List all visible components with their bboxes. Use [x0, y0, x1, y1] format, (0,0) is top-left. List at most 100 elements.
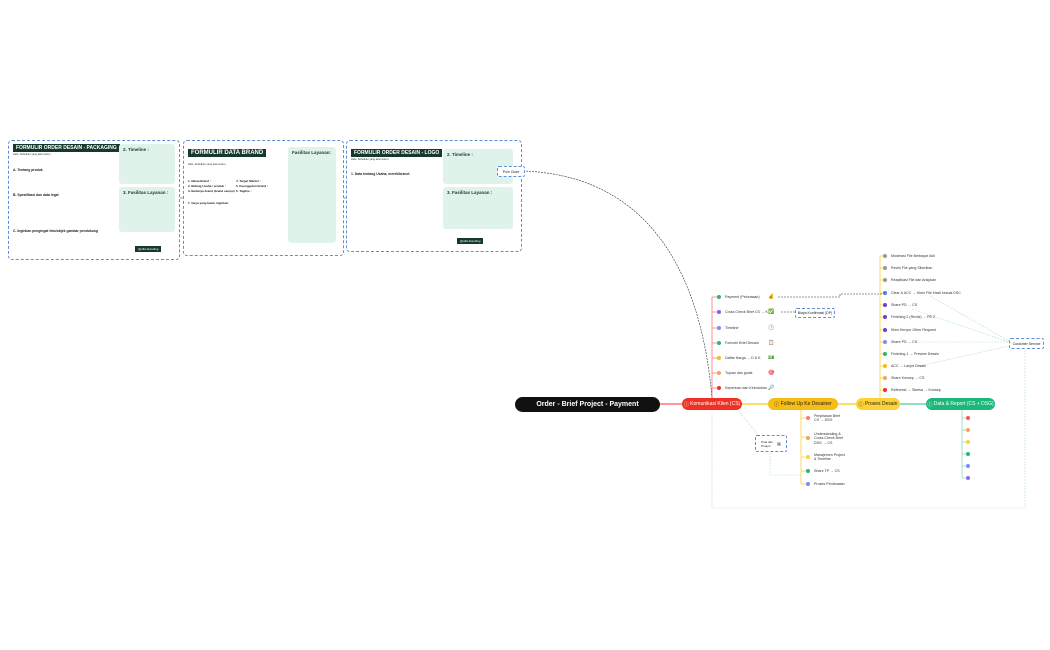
- item-label: Finishing 1 → Preview Desain: [891, 352, 939, 356]
- card-title: 3. Fasilitas Layanan :: [123, 190, 169, 195]
- item-label: Finishing 2 (Revisi) → PD 2: [891, 315, 936, 319]
- design-item[interactable]: Referensi → Sketsa → Konsep: [883, 388, 941, 393]
- target-icon: 🎯: [768, 370, 775, 376]
- design-item[interactable]: ACC → Lanjut Desain: [883, 364, 926, 369]
- field-label: 3. Bedanya brand (brand sampo): [188, 189, 235, 193]
- branch-label: Komunikasi Klien (CS): [690, 401, 741, 407]
- data-report-item-bullet[interactable]: [966, 416, 970, 420]
- bullet-icon: [806, 416, 810, 420]
- followup-item[interactable]: Share TP → CS: [806, 469, 840, 474]
- bullet-icon: [883, 376, 887, 381]
- item-label: Understanding & Cross Check Brief DSG → …: [814, 432, 843, 445]
- design-item[interactable]: Moderasi File Berbayar Asli: [883, 254, 935, 259]
- cs-item[interactable]: Tujuan dan goals: [717, 371, 752, 376]
- pola-project-box[interactable]: Pola dan Project🖼: [755, 435, 787, 452]
- poin-chart-box[interactable]: Poin Chart: [497, 166, 525, 177]
- data-report-item-bullet[interactable]: [966, 428, 970, 432]
- branch-komunikasi-klien[interactable]: ⓘ Komunikasi Klien (CS): [682, 398, 742, 410]
- field-label: 4. Target Market :: [236, 179, 261, 183]
- services-card: 3. Fasilitas Layanan :: [119, 187, 175, 232]
- data-report-item-bullet[interactable]: [966, 464, 970, 468]
- item-label: Keperluan dan Kebutuhan: [725, 386, 767, 390]
- root-node[interactable]: Order - Brief Project - Payment: [515, 397, 660, 412]
- design-item[interactable]: Finishing 2 (Revisi) → PD 2: [883, 315, 936, 320]
- search-icon: 🔎: [768, 385, 775, 391]
- item-label: Revisi File yang Siberikan: [891, 266, 933, 270]
- item-label: Payment (Pelunasan): [725, 295, 760, 299]
- branch-label: Data & Report (CS + DSG): [933, 401, 994, 407]
- item-label: Referensi → Sketsa → Konsep: [891, 388, 941, 392]
- branch-data-report[interactable]: ⓘ Data & Report (CS + DSG): [926, 398, 995, 410]
- item-label: Cross Check Brief CS → K: [725, 310, 768, 314]
- money-icon: 💵: [768, 355, 775, 361]
- followup-item[interactable]: Manajemen Project & Timeline: [806, 453, 846, 462]
- design-item[interactable]: Finishing 1 → Preview Desain: [883, 352, 939, 357]
- bullet-icon: [883, 291, 887, 296]
- design-item[interactable]: Clear & ACC → Kirim File Hasil sesuai DS…: [883, 291, 961, 296]
- bullet-icon: [883, 328, 887, 333]
- item-label: Proses Pembuatan: [814, 482, 845, 486]
- design-item[interactable]: Revisi File yang Siberikan: [883, 266, 933, 271]
- design-item[interactable]: Share PD → CS: [883, 303, 918, 308]
- card-title: 2. Timeline :: [123, 147, 149, 152]
- bullet-icon: [883, 315, 887, 320]
- bullet-icon: [883, 266, 887, 271]
- branch-label: Follow Up Ke Desainer: [780, 401, 832, 407]
- item-label: Reaplikasi File dan Arsipkan: [891, 278, 937, 282]
- bullet-icon: [717, 371, 721, 376]
- design-item[interactable]: Share Konsep → CS: [883, 376, 925, 381]
- cs-item[interactable]: Keperluan dan Kebutuhan: [717, 386, 767, 391]
- packaging-form-panel[interactable]: FORMULIR ORDER DESAIN - PACKAGING Halo, …: [8, 140, 180, 260]
- card-title: 2. Timeline :: [447, 152, 473, 157]
- customer-service-box[interactable]: Customer Service: [1009, 338, 1044, 349]
- section-heading: 7. Gaya yang kamu inginkan: [188, 201, 229, 205]
- clock-icon: 🕑: [768, 325, 775, 331]
- followup-item[interactable]: Penjelasan Brief CS → DSG: [806, 414, 842, 423]
- design-item[interactable]: Share PD → CS: [883, 340, 918, 345]
- greeting: Halo, Sebutkan yang akan kamu: [188, 163, 226, 166]
- brand-form-panel[interactable]: FORMULIR DATA BRAND Halo, Sebutkan yang …: [183, 140, 344, 256]
- field-label: 6. Tagline :: [236, 189, 252, 193]
- followup-item[interactable]: Understanding & Cross Check Brief DSG → …: [806, 432, 846, 445]
- bullet-icon: [806, 436, 810, 440]
- item-label: Share PD → CS: [891, 340, 918, 344]
- field-label: 5. Keunggulan Brand :: [236, 184, 269, 188]
- timeline-card: 2. Timeline :: [119, 144, 175, 184]
- greeting: Halo, Sebutkan yang akan kamu: [13, 153, 51, 156]
- design-item[interactable]: Reaplikasi File dan Arsipkan: [883, 278, 937, 283]
- field-label: 2. Bidang Usaha / produk :: [188, 184, 226, 188]
- field-label: 1. Nama Brand :: [188, 179, 211, 183]
- bullet-icon: [717, 356, 721, 361]
- check-icon: ✅: [768, 309, 775, 315]
- bullet-icon: [883, 340, 887, 345]
- followup-item[interactable]: Proses Pembuatan: [806, 482, 845, 487]
- item-label: Share PD → CS: [891, 303, 918, 307]
- cs-item[interactable]: Cross Check Brief CS → K: [717, 310, 768, 315]
- branch-follow-up[interactable]: ⓘ Follow Up Ke Desainer: [768, 398, 838, 410]
- data-report-item-bullet[interactable]: [966, 476, 970, 480]
- bullet-icon: [883, 388, 887, 393]
- card-title: Fasilitas Layanan:: [292, 150, 332, 155]
- data-report-item-bullet[interactable]: [966, 440, 970, 444]
- data-report-item-bullet[interactable]: [966, 452, 970, 456]
- branch-label: Proses Desain: [864, 401, 898, 407]
- cs-item[interactable]: Daftar Harga → D & K: [717, 356, 761, 361]
- item-label: Moderasi File Berbayar Asli: [891, 254, 935, 258]
- branch-proses-desain[interactable]: ⓘ Proses Desain: [856, 398, 900, 410]
- cs-item[interactable]: Timeline: [717, 326, 739, 331]
- cs-item[interactable]: Formulir Brief Desain: [717, 341, 759, 346]
- bullet-icon: [883, 303, 887, 308]
- item-label: Timeline: [725, 326, 739, 330]
- cs-item[interactable]: Payment (Pelunasan): [717, 295, 760, 300]
- item-label: Penjelasan Brief CS → DSG: [814, 414, 841, 423]
- bullet-icon: [717, 310, 721, 315]
- item-label: Manajemen Project & Timeline: [814, 453, 845, 462]
- panel-title: FORMULIR ORDER DESAIN - PACKAGING: [13, 144, 120, 152]
- item-label: Share Konsep → CS: [891, 376, 925, 380]
- design-item[interactable]: Klien Kenyor Other Request: [883, 328, 936, 333]
- bullet-icon: [883, 254, 887, 259]
- logo-form-panel[interactable]: FORMULIR ORDER DESAIN - LOGO Halo, Sebut…: [346, 140, 522, 252]
- dp-box[interactable]: Biaya Konfirmasi (DP): [795, 308, 835, 318]
- section-heading: C. Inginkan pengingat foto/objek gambar …: [13, 229, 98, 233]
